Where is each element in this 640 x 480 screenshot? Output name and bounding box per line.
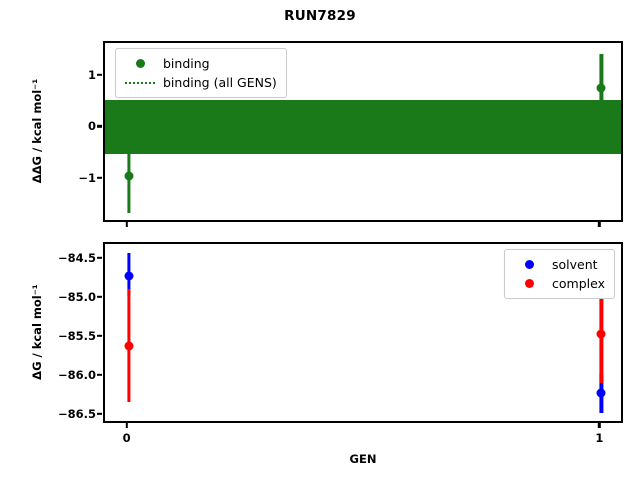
- ddg-y-axis-label: ΔΔG / kcal mol⁻¹: [30, 78, 44, 184]
- legend-marker-icon: [524, 260, 534, 269]
- legend-key-line: [123, 81, 157, 84]
- data-point: [124, 271, 134, 281]
- legend-label: complex: [552, 276, 605, 291]
- figure-title: RUN7829: [284, 8, 356, 24]
- y-tick-label: −84.5: [57, 250, 96, 265]
- y-tick-label: 0: [87, 119, 96, 134]
- legend-entry[interactable]: binding: [123, 54, 277, 73]
- data-point: [596, 388, 606, 398]
- y-tick-label: −1: [78, 171, 96, 186]
- dg-plot-axes: solvent complex: [103, 242, 623, 423]
- legend-key-marker: [512, 279, 546, 288]
- data-point: [124, 341, 134, 351]
- y-tick-label: −86.0: [57, 367, 96, 382]
- x-tick-label: 1: [595, 431, 604, 445]
- x-tick-mark: [125, 423, 128, 428]
- ddg-legend[interactable]: binding binding (all GENS): [115, 48, 287, 98]
- y-tick-mark: [97, 334, 102, 337]
- x-tick-mark: [125, 222, 128, 227]
- y-tick-label: −85.5: [57, 328, 96, 343]
- x-tick-label: 0: [122, 431, 131, 445]
- y-tick-label: −85.0: [57, 289, 96, 304]
- y-tick-mark: [97, 373, 102, 376]
- top-ytick-marks: [97, 41, 103, 222]
- y-tick-mark: [97, 176, 102, 180]
- legend-key-marker: [512, 260, 546, 269]
- bottom-ytick-marks: [97, 242, 103, 423]
- data-point: [124, 171, 134, 181]
- x-tick-mark: [598, 222, 601, 227]
- y-tick-label: 1: [87, 67, 96, 82]
- legend-dotted-line-icon: [125, 81, 155, 84]
- y-tick-mark: [97, 125, 102, 128]
- binding-all-gens-band: [105, 99, 621, 155]
- x-tick-mark: [598, 423, 601, 428]
- legend-marker-icon: [524, 279, 534, 288]
- bottom-xtick-marks: [103, 423, 623, 429]
- y-tick-mark: [97, 295, 102, 298]
- ddg-plot-area: [105, 43, 621, 220]
- ddg-plot-axes: binding binding (all GENS): [103, 41, 623, 222]
- legend-label: solvent: [552, 257, 598, 272]
- legend-marker-icon: [135, 59, 145, 68]
- legend-label: binding: [163, 56, 210, 71]
- y-tick-label: −86.5: [57, 406, 96, 421]
- bottom-ytick-labels: −84.5 −85.0 −85.5 −86.0 −86.5: [36, 242, 96, 423]
- legend-entry[interactable]: solvent: [512, 255, 605, 274]
- legend-entry[interactable]: binding (all GENS): [123, 73, 277, 92]
- dg-y-axis-label: ΔG / kcal mol⁻¹: [30, 284, 44, 380]
- data-point: [596, 329, 606, 339]
- legend-entry[interactable]: complex: [512, 274, 605, 293]
- top-xtick-marks: [103, 222, 623, 228]
- top-ytick-labels: 1 0 −1: [36, 41, 96, 222]
- data-point: [596, 83, 606, 93]
- y-tick-mark: [97, 73, 102, 76]
- error-bar: [599, 53, 603, 101]
- dg-plot-area: [105, 244, 621, 421]
- y-tick-mark: [97, 256, 102, 259]
- gen-x-axis-label: GEN: [349, 452, 377, 466]
- legend-key-marker: [123, 59, 157, 68]
- dg-legend[interactable]: solvent complex: [504, 249, 615, 299]
- y-tick-mark: [97, 412, 102, 415]
- legend-label: binding (all GENS): [163, 75, 277, 90]
